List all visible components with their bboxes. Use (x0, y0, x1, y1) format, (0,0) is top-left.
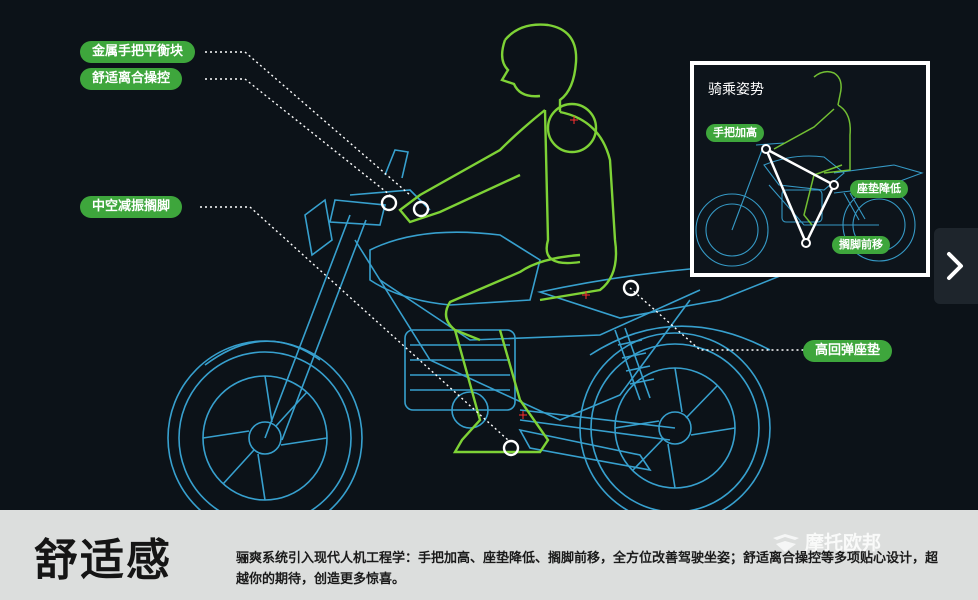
pivot-marks (519, 116, 590, 419)
highlight-rings (380, 194, 640, 457)
callout-hollow-footrest: 中空减振搁脚 (80, 196, 183, 218)
inset-title: 骑乘姿势 (708, 82, 764, 98)
watermark-text: 摩托欧邦 (805, 532, 882, 554)
watermark: 摩托欧邦 (773, 530, 882, 556)
callout-comfort-clutch: 舒适离合操控 (80, 68, 183, 90)
inset-tag-seat-lowered: 座垫降低 (850, 180, 908, 198)
callout-metal-handlebar-balance: 金属手把平衡块 (80, 41, 196, 63)
inset-illustration (695, 70, 924, 267)
inset-tag-footrest-forward: 搁脚前移 (832, 236, 890, 254)
section-description: 骊爽系统引入现代人机工程学：手把加高、座垫降低、搁脚前移，全方位改善驾驶坐姿；舒… (236, 551, 939, 587)
rider-outline (398, 23, 618, 454)
next-slide-button[interactable] (934, 228, 978, 304)
footer-panel: 舒适感 骊爽系统引入现代人机工程学：手把加高、座垫降低、搁脚前移，全方位改善驾驶… (0, 510, 978, 600)
inset-tag-handlebar-raised: 手把加高 (706, 124, 764, 142)
leader-lines (200, 51, 804, 441)
section-title: 舒适感 (34, 535, 172, 586)
motorcycle-wireframe (167, 149, 793, 510)
posture-triangle (763, 146, 836, 247)
callout-high-rebound-seat: 高回弹座垫 (803, 340, 893, 362)
riding-posture-inset: 骑乘姿势 手把加高 座垫降低 搁脚前移 (690, 61, 930, 277)
watermark-logo-icon (773, 534, 799, 552)
chevron-right-icon (947, 252, 963, 280)
